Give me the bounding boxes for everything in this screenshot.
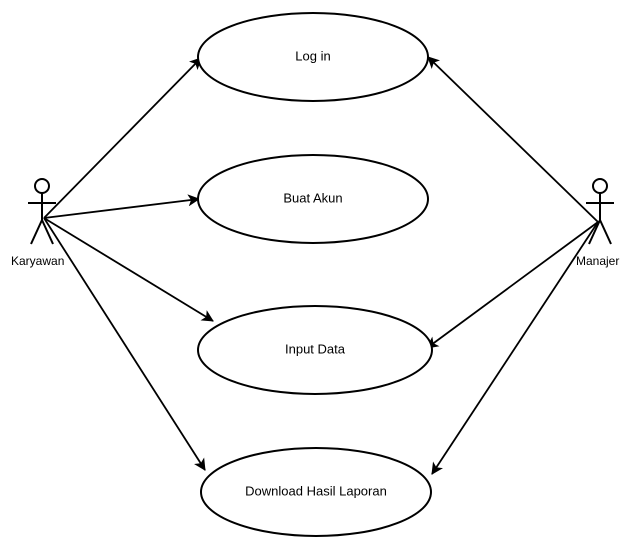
association-arrow-karyawan-login: [43, 57, 202, 219]
usecase-download-ellipse: [200, 447, 432, 537]
usecase-download[interactable]: Download Hasil Laporan: [200, 447, 432, 537]
association-arrow-karyawan-input_data: [43, 217, 214, 322]
usecase-input-data-label: Input Data: [285, 341, 346, 356]
association-arrow-manajer-download: [431, 221, 599, 475]
stick-figure-icon: [28, 178, 56, 245]
association-arrow-manajer-login: [427, 56, 599, 223]
actor-manajer-label: Manajer: [576, 254, 619, 268]
usecase-input-data[interactable]: Input Data: [197, 305, 433, 395]
usecase-buat-akun-label: Buat Akun: [283, 190, 342, 205]
usecase-login-ellipse: [197, 12, 429, 102]
usecase-login[interactable]: Log in: [197, 12, 429, 102]
actor-karyawan[interactable]: Karyawan: [11, 178, 64, 268]
usecase-buat-akun[interactable]: Buat Akun: [197, 154, 429, 244]
association-arrow-karyawan-buat_akun: [43, 194, 200, 219]
associations-group: [43, 56, 599, 475]
stick-figure-icon: [586, 178, 614, 245]
actor-karyawan-label: Karyawan: [11, 254, 64, 268]
usecase-buat-akun-ellipse: [197, 154, 429, 244]
usecase-login-label: Log in: [295, 48, 330, 63]
association-arrow-karyawan-download: [43, 217, 206, 471]
association-arrow-manajer-input_data: [426, 221, 599, 349]
actor-manajer[interactable]: Manajer: [576, 178, 619, 268]
usecase-download-label: Download Hasil Laporan: [245, 483, 387, 498]
usecase-input-data-ellipse: [197, 305, 433, 395]
